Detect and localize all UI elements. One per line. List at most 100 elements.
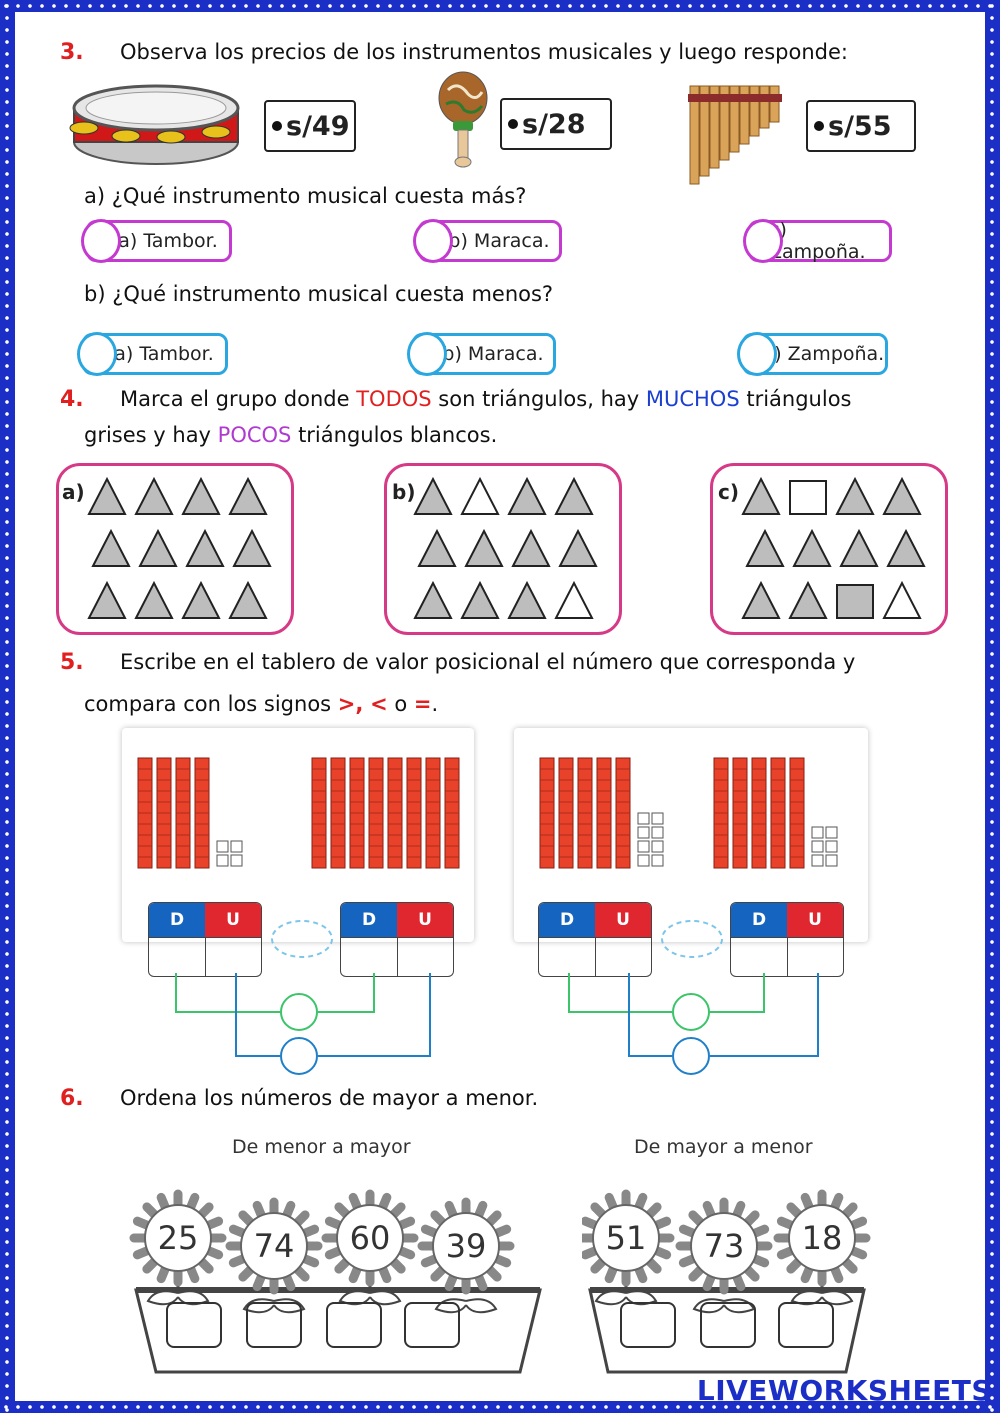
gray-triangle: [507, 580, 547, 619]
tens-header: D: [731, 903, 787, 937]
units-header: U: [397, 903, 453, 937]
radio-circle[interactable]: [737, 332, 777, 376]
tens-input[interactable]: [341, 938, 398, 976]
gray-triangle: [886, 528, 926, 567]
q3b-option-zampona[interactable]: c) Zampoña.: [737, 332, 888, 376]
frame-dots-left: [0, 0, 15, 1413]
group-a-box[interactable]: [56, 463, 294, 635]
q3b-option-tambor[interactable]: a) Tambor.: [77, 332, 228, 376]
tens-sign-circle-2[interactable]: [672, 993, 710, 1031]
liveworksheets-logo: LIVEWORKSHEETS: [696, 1374, 992, 1407]
radio-circle[interactable]: [743, 219, 783, 263]
answer-box-right-2[interactable]: [700, 1302, 756, 1348]
base10-blocks-2: [539, 757, 838, 869]
answer-box-left-4[interactable]: [404, 1302, 460, 1348]
gray-triangle: [91, 528, 131, 567]
gray-triangle: [417, 528, 457, 567]
zampona-image: [688, 85, 782, 185]
q5-instruction-line2: compara con los signos >, < o =.: [84, 692, 439, 716]
unit-cube: [637, 840, 650, 853]
radio-circle[interactable]: [413, 219, 453, 263]
gray-triangle: [464, 528, 504, 567]
answer-box-left-2[interactable]: [246, 1302, 302, 1348]
flower-number: 60: [350, 1219, 391, 1257]
right-order-label: De mayor a menor: [634, 1136, 813, 1158]
unit-cube: [825, 840, 838, 853]
gray-triangle: [413, 580, 453, 619]
q6-number: 6.: [60, 1086, 84, 1111]
group-c-shapes: [741, 476, 926, 619]
frame-dots-top: [0, 0, 1000, 12]
dashed-sign-circle-2[interactable]: [661, 920, 723, 958]
left-order-label: De menor a mayor: [232, 1136, 411, 1158]
gray-triangle: [882, 476, 922, 515]
group-b-label: b): [392, 480, 416, 504]
tens-header: D: [341, 903, 397, 937]
white-square: [789, 480, 827, 515]
maraca-price-tag: s/28: [500, 98, 612, 150]
answer-box-left-1[interactable]: [166, 1302, 222, 1348]
q3a-option-tambor[interactable]: a) Tambor.: [81, 219, 232, 263]
gray-triangle: [792, 528, 832, 567]
group-a-shapes: [87, 476, 272, 619]
gray-triangle: [835, 476, 875, 515]
q3a-option-maraca[interactable]: b) Maraca.: [413, 219, 562, 263]
comparison-connectors: [175, 920, 819, 1075]
radio-circle[interactable]: [77, 332, 117, 376]
q3b-question: b) ¿Qué instrumento musical cuesta menos…: [84, 282, 554, 306]
gray-triangle: [413, 476, 453, 515]
dashed-sign-circle-1[interactable]: [271, 920, 333, 958]
tens-input[interactable]: [539, 938, 596, 976]
q3a-option-zampona[interactable]: c) Zampoña.: [743, 219, 892, 263]
gray-triangle: [134, 476, 174, 515]
q3b-option-maraca[interactable]: b) Maraca.: [407, 332, 556, 376]
unit-cube: [651, 826, 664, 839]
unit-cube: [651, 812, 664, 825]
flower-center: [240, 1212, 308, 1280]
flower-center: [788, 1204, 856, 1272]
unit-cube: [811, 840, 824, 853]
units-header: U: [205, 903, 261, 937]
flower-center: [432, 1212, 500, 1280]
gray-triangle: [232, 528, 272, 567]
maraca-image: [438, 71, 488, 168]
unit-cube: [651, 840, 664, 853]
tens-sign-circle-1[interactable]: [280, 993, 318, 1031]
gray-triangle: [134, 580, 174, 619]
group-c-box[interactable]: [710, 463, 948, 635]
unit-cube: [811, 854, 824, 867]
units-sign-circle-1[interactable]: [280, 1037, 318, 1075]
frame-dots-right: [985, 0, 1000, 1413]
answer-box-right-1[interactable]: [620, 1302, 676, 1348]
flower-number: 74: [254, 1227, 295, 1265]
gray-triangle: [138, 528, 178, 567]
unit-cube: [230, 840, 243, 853]
gray-triangle: [228, 580, 268, 619]
unit-cube: [651, 854, 664, 867]
gray-triangle: [181, 580, 221, 619]
q4-instruction-line2: grises y hay POCOS triángulos blancos.: [84, 423, 498, 447]
unit-cube: [216, 854, 229, 867]
unit-cube: [637, 812, 650, 825]
flower-number: 18: [802, 1219, 843, 1257]
units-sign-circle-2[interactable]: [672, 1037, 710, 1075]
q5-instruction-line1: Escribe en el tablero de valor posiciona…: [120, 650, 856, 674]
q6-instruction: Ordena los números de mayor a menor.: [120, 1086, 539, 1110]
gray-triangle: [554, 476, 594, 515]
flower-number: 73: [704, 1227, 745, 1265]
tens-input[interactable]: [149, 938, 206, 976]
unit-cube: [230, 854, 243, 867]
answer-box-left-3[interactable]: [326, 1302, 382, 1348]
answer-box-right-3[interactable]: [778, 1302, 834, 1348]
gray-triangle: [507, 476, 547, 515]
radio-circle[interactable]: [81, 219, 121, 263]
tens-input[interactable]: [731, 938, 788, 976]
drum-image: [69, 84, 240, 165]
gray-triangle: [745, 528, 785, 567]
radio-circle[interactable]: [407, 332, 447, 376]
group-b-box[interactable]: [384, 463, 622, 635]
